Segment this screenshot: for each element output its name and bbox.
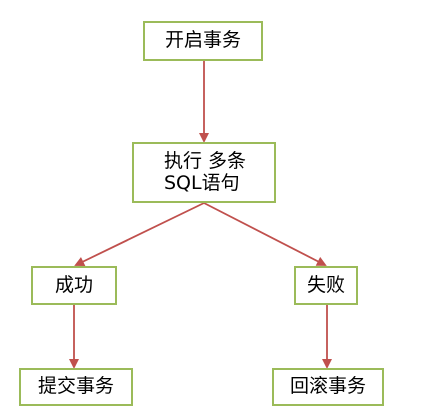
failure-label: 失败: [306, 273, 345, 296]
execute-sql-node: 执行 多条 SQL语句: [132, 142, 276, 203]
start-transaction-label: 开启事务: [164, 29, 241, 52]
rollback-transaction-node: 回滚事务: [272, 368, 384, 406]
failure-node: 失败: [294, 266, 358, 305]
commit-transaction-label: 提交事务: [37, 375, 114, 398]
start-transaction-node: 开启事务: [143, 21, 263, 61]
execute-sql-label-line2: SQL语句: [164, 171, 240, 194]
success-label: 成功: [54, 273, 93, 296]
edge-execute-to-failure: [203, 202, 327, 266]
commit-transaction-node: 提交事务: [19, 368, 133, 406]
execute-sql-label-line1: 执行 多条: [164, 149, 247, 172]
rollback-transaction-label: 回滚事务: [289, 375, 366, 398]
edge-execute-to-success: [74, 202, 205, 267]
success-node: 成功: [31, 266, 117, 305]
